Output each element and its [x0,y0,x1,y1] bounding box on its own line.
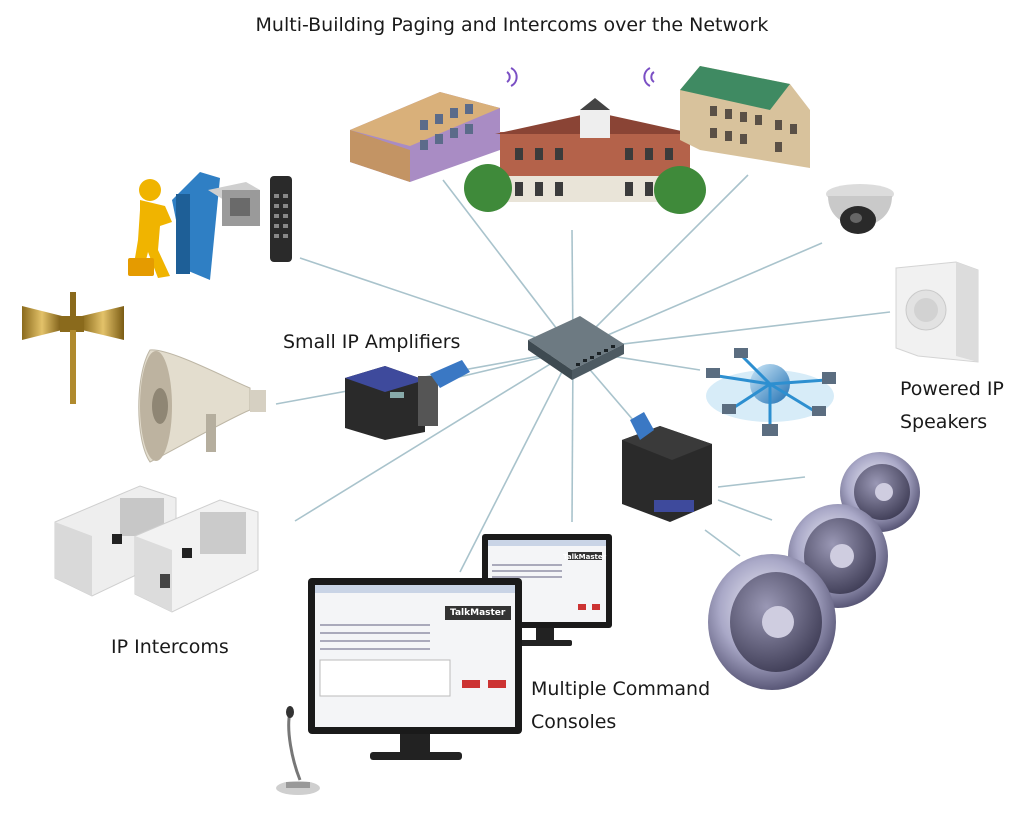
wifi-icon-right [643,67,655,87]
label-speakers-line1: Powered IP [900,378,1004,400]
diagram-title: Multi-Building Paging and Intercoms over… [255,14,769,36]
loudspeakers [708,452,920,690]
connector-buildings-right [572,174,749,351]
connector-loudspeaker-3 [704,529,741,557]
door-access-keypad [128,172,292,280]
wifi-icon-left [506,67,518,87]
campus-buildings [350,66,810,214]
connector-camera [572,242,823,351]
label-intercoms: IP Intercoms [111,636,229,658]
label-consoles-line1: Multiple Command [531,678,711,700]
tree-left [464,164,512,212]
ip-intercoms [54,485,259,613]
label-speakers-line2: Speakers [900,411,988,433]
powered-ip-speaker [895,261,979,363]
connector-intercoms [294,349,574,522]
microphone-icon [287,711,302,781]
network-switch [528,316,624,380]
horn-speakers [22,292,266,463]
command-consoles [276,534,612,795]
connector-buildings-left [442,179,574,351]
dome-camera [826,184,894,234]
network-cloud [706,348,836,436]
ip-amplifier [345,360,470,440]
connector-loudspeaker-1 [717,476,806,488]
console-brand: TalkMaster [450,608,506,618]
connector-speaker [572,311,891,351]
label-amplifiers: Small IP Amplifiers [283,331,461,353]
label-consoles-line2: Consoles [531,711,617,733]
tree-right [654,166,706,214]
keypad-icon [270,176,292,262]
connector-loudspeaker-2 [717,499,773,521]
connector-door-access [299,257,574,351]
console-brand-small: TalkMaster [563,553,607,561]
ip-amplifier-2 [622,412,712,522]
connector-console-1 [459,349,574,573]
